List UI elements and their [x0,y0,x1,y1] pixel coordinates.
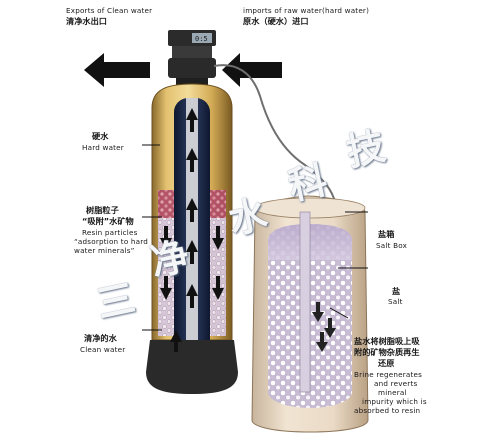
resin-tank [146,83,238,394]
brine-label-cn-3: 还原 [378,358,395,368]
resin-label-en-1: Resin particles [82,228,138,237]
export-label-cn: 清净水出口 [66,16,107,26]
hard-water-label-en: Hard water [82,143,124,152]
resin-label-en-2: “adsorption to hard [74,237,149,246]
clean-water-label-cn: 清净的水 [84,333,117,343]
resin-label-en-3: water minerals” [74,246,135,255]
flow-down-arrow-icon [160,226,172,250]
flow-up-arrow-icon [186,284,198,308]
salt-label-cn: 盐 [392,286,401,296]
salt-label-en: Salt [388,297,403,306]
flow-up-arrow-icon [170,330,182,352]
export-label-en: Exports of Clean water [66,6,153,15]
flow-down-arrow-icon [212,226,224,250]
salt-box-label-cn: 盐箱 [378,229,395,239]
export-arrow-icon [84,53,150,87]
import-label-en: imports of raw water(hard water) [243,6,370,15]
flow-up-arrow-icon [186,108,198,132]
import-label-cn: 原水（硬水）进口 [243,16,309,26]
control-valve: 0:5 [168,30,337,206]
clean-water-label-en: Clean water [80,345,126,354]
flow-up-arrow-icon [186,198,198,222]
flow-up-arrow-icon [186,148,198,172]
brine-label-en-1: Brine regenerates [354,370,423,379]
brine-label-cn-2: 附的矿物杂质再生 [354,347,420,357]
flow-down-arrow-icon [160,276,172,300]
salt-box [251,195,369,433]
flow-down-arrow-icon [212,276,224,300]
salt-box-label-en: Salt Box [376,241,408,250]
import-arrow-icon [222,53,282,87]
brine-label-cn-1: 盐水将树脂吸上吸 [354,336,420,346]
flow-up-arrow-icon [186,240,198,264]
brine-label-en-5: absorbed to resin [354,406,421,415]
brine-label-en-3: mineral [378,388,407,397]
hard-water-label-cn: 硬水 [92,131,109,141]
leader-lines [142,144,368,331]
resin-label-cn-2: “吸附”水矿物 [82,216,134,226]
flow-arrows [160,108,224,352]
resin-label-cn-1: 树脂粒子 [86,205,119,215]
brine-label-en-4: impurity which is [362,397,427,406]
svg-text:0:5: 0:5 [195,35,208,43]
brine-label-en-2: and reverts [374,379,418,388]
